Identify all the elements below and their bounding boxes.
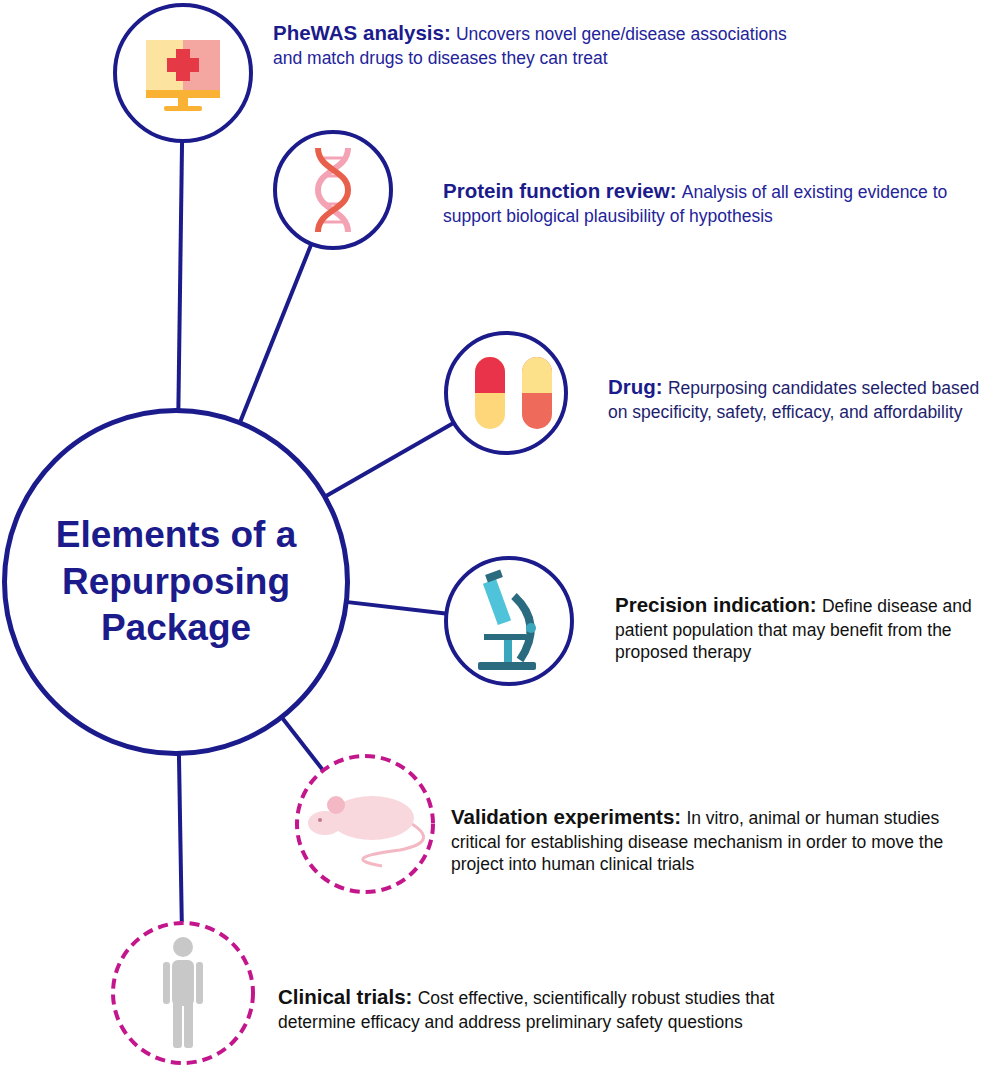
element-heading: Protein function review: (443, 179, 677, 202)
circle-outline (444, 331, 568, 455)
circle-border (5, 411, 348, 754)
icon-circle: Protein function review:Analysis of all … (273, 130, 393, 250)
hub-title: Elements of a Repurposing Package (26, 512, 326, 653)
circle-outline (113, 3, 253, 143)
description-block: Validation experiments:In vitro, animal … (451, 804, 981, 876)
spoke-line (326, 423, 453, 496)
icon-circle: Precision indication:Define disease and … (444, 556, 574, 686)
icon-circle: Validation experiments:In vitro, animal … (295, 754, 435, 894)
circle-outline (111, 921, 255, 1065)
icon-circle: Clinical trials:Cost effective, scientif… (111, 921, 255, 1065)
spoke-line (178, 142, 182, 409)
description-block: Precision indication:Define disease and … (615, 592, 990, 664)
element-heading: Drug: (608, 375, 663, 398)
circle-outline (273, 130, 393, 250)
description-block: Drug:Repurposing candidates selected bas… (608, 374, 993, 423)
circle-border (446, 333, 566, 453)
spoke-line (282, 718, 322, 769)
spoke-line (179, 755, 182, 922)
icon-circle: Drug:Repurposing candidates selected bas… (444, 331, 568, 455)
hub-circle: Elements of a Repurposing Package (2, 408, 350, 756)
hub-text-holder: Elements of a Repurposing Package (2, 408, 350, 756)
circle-border (115, 5, 251, 141)
element-heading: Validation experiments: (451, 805, 681, 828)
circle-outline (444, 556, 574, 686)
element-description: Repurposing candidates selected based on… (608, 378, 979, 422)
human-icon (163, 937, 203, 1048)
description-block: PheWAS analysis:Uncovers novel gene/dise… (273, 20, 793, 69)
circle-border (446, 558, 572, 684)
description-block: Protein function review:Analysis of all … (443, 178, 963, 227)
dna-icon (318, 148, 348, 232)
circle-outline (295, 754, 435, 894)
pills-icon (475, 357, 552, 429)
circle-border (297, 756, 433, 892)
icon-circle: PheWAS analysis:Uncovers novel gene/dise… (113, 3, 253, 143)
circle-border (275, 132, 391, 248)
mouse-icon (308, 796, 424, 866)
spoke-line (240, 245, 311, 422)
circle-border (113, 923, 253, 1063)
element-heading: Precision indication: (615, 593, 817, 616)
monitor-icon (146, 40, 220, 111)
element-heading: Clinical trials: (278, 985, 412, 1008)
microscope-icon (478, 570, 536, 670)
description-block: Clinical trials:Cost effective, scientif… (278, 984, 798, 1033)
spoke-line (348, 602, 446, 613)
element-heading: PheWAS analysis: (273, 21, 451, 44)
